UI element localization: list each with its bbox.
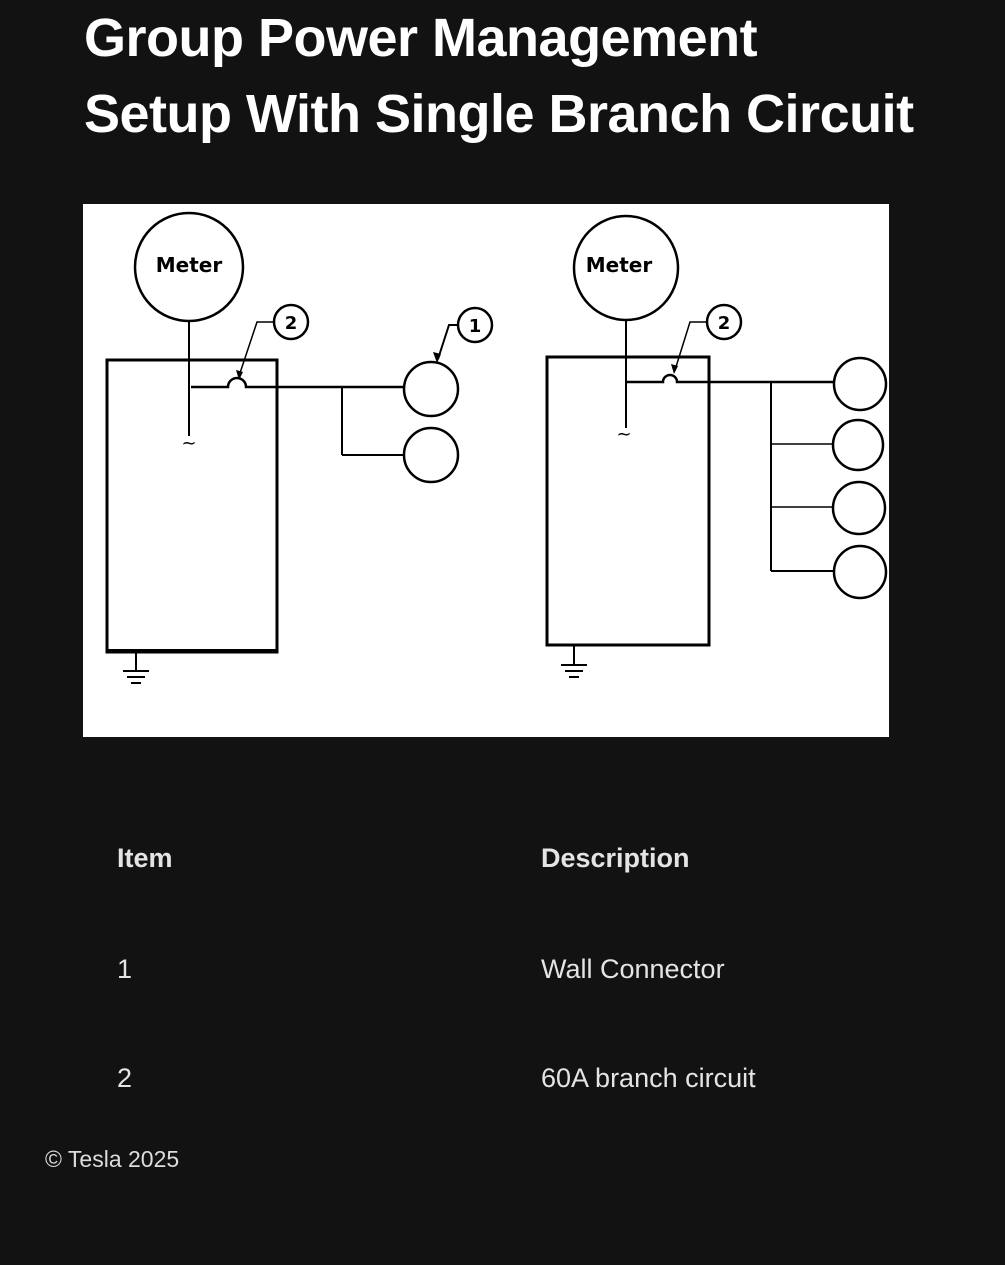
page-title: Group Power Management Setup With Single… <box>84 0 964 152</box>
right-ground-symbol <box>561 646 587 678</box>
table-cell-item: 2 <box>117 1063 133 1093</box>
left-breaker-symbol <box>191 376 403 389</box>
table-cell-description: Wall Connector <box>541 954 725 984</box>
left-wall-connector-2 <box>402 426 460 484</box>
right-breaker-symbol <box>626 373 833 384</box>
left-setup-diagram: Meter ~ 2 1 <box>105 211 494 684</box>
table-cell-item: 1 <box>117 954 133 984</box>
footer-copyright: © Tesla 2025 <box>45 1146 180 1172</box>
table-header-item: Item <box>117 843 173 873</box>
right-wall-connector-1 <box>832 356 888 412</box>
right-callout-2-label: 2 <box>718 313 731 334</box>
left-callout-2-label: 2 <box>285 313 298 334</box>
table-header-description: Description <box>541 843 690 873</box>
page-title-line-2: Setup With Single Branch Circuit <box>84 84 914 144</box>
right-wall-connector-3 <box>831 480 887 536</box>
left-meter-label: Meter <box>156 253 223 277</box>
left-ac-symbol: ~ <box>181 433 196 454</box>
right-setup-diagram: Meter ~ 2 <box>545 214 888 678</box>
left-panel <box>105 358 279 654</box>
wiring-diagram: Meter ~ 2 1 Meter ~ <box>83 204 889 737</box>
right-panel <box>545 355 711 647</box>
table-cell-description: 60A branch circuit <box>541 1063 756 1093</box>
right-meter-label: Meter <box>586 253 653 277</box>
left-callout-1-label: 1 <box>469 316 482 337</box>
right-ac-symbol: ~ <box>616 424 631 445</box>
right-wall-connector-2 <box>831 418 885 472</box>
page-title-line-1: Group Power Management <box>84 8 758 68</box>
left-wall-connector-1 <box>402 360 460 418</box>
left-ground-symbol <box>123 652 149 684</box>
right-wall-connector-4 <box>832 544 888 600</box>
